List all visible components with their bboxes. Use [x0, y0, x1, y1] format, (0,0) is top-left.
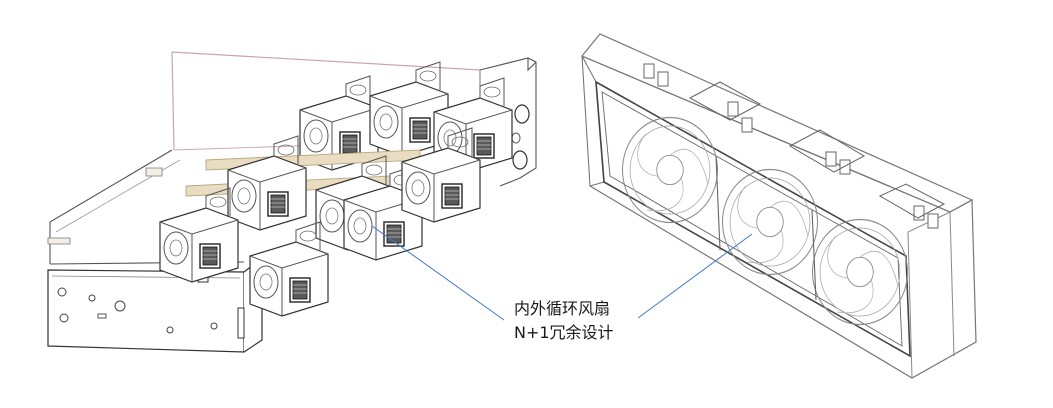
fan-redundancy-callout: 内外循环风扇 N+1冗余设计	[514, 297, 634, 345]
chassis-back-wall	[171, 51, 481, 151]
fan-tray-front-face	[581, 55, 977, 379]
leader-line-left	[371, 225, 505, 321]
fan-tray-left-face	[581, 55, 605, 187]
fan-module-8	[159, 187, 239, 283]
rear-fan-2	[721, 168, 819, 276]
fan-module-4	[227, 135, 307, 231]
fan-tray-frame	[581, 33, 977, 379]
fan-tray-top-face	[581, 33, 974, 213]
fan-connectors	[643, 63, 946, 229]
fan-tray-window	[595, 80, 911, 358]
callout-line-1: 内外循环风扇	[514, 299, 611, 318]
rear-fan-1	[621, 116, 719, 224]
fan-module-9	[249, 221, 329, 317]
leader-line-right	[637, 233, 753, 319]
rear-fan-3	[811, 218, 909, 326]
callout-line-2: N+1冗余设计	[514, 323, 614, 342]
chassis-front-panel	[47, 269, 245, 353]
callout-leaders	[371, 225, 753, 321]
